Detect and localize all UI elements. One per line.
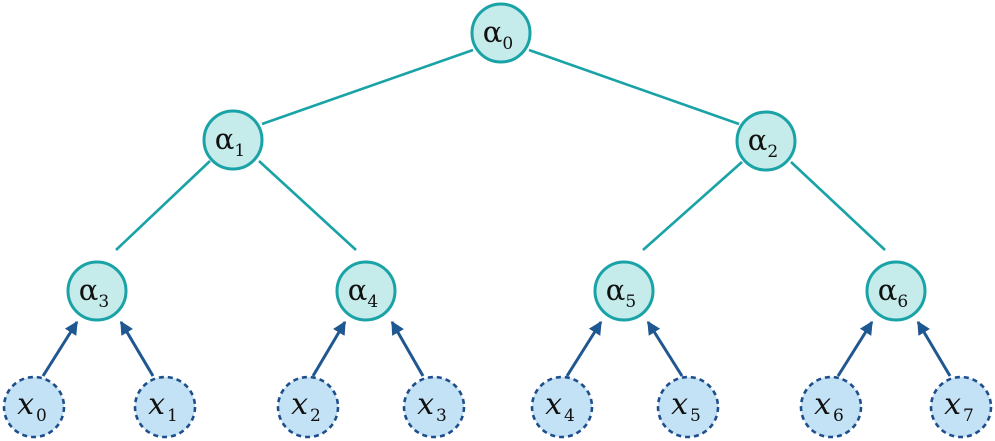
edge-a1-a4 bbox=[258, 160, 357, 251]
svg-text:α2: α2 bbox=[748, 123, 778, 162]
node-alpha-6: α6 bbox=[865, 260, 927, 322]
edge-a0-a1 bbox=[261, 48, 474, 126]
node-alpha-0: α0 bbox=[470, 2, 532, 64]
arrow-x0-a3 bbox=[41, 320, 79, 377]
leaf-arrows bbox=[41, 320, 952, 377]
svg-text:α4: α4 bbox=[348, 273, 378, 312]
edge-a0-a2 bbox=[528, 48, 740, 126]
svg-text:x5: x5 bbox=[671, 387, 701, 426]
edge-a2-a5 bbox=[642, 161, 743, 251]
svg-text:x1: x1 bbox=[148, 387, 178, 426]
svg-text:α3: α3 bbox=[79, 273, 109, 312]
arrow-x1-a3 bbox=[119, 320, 155, 377]
arrow-x2-a4 bbox=[311, 320, 347, 377]
arrow-x5-a5 bbox=[646, 320, 684, 377]
tree-edges bbox=[115, 48, 886, 251]
node-alpha-4: α4 bbox=[335, 260, 397, 322]
edge-a2-a6 bbox=[790, 161, 886, 251]
svg-text:x3: x3 bbox=[417, 387, 447, 426]
internal-nodes: α0 α1 α2 α3 α4 α5 α6 bbox=[66, 2, 927, 322]
arrow-x3-a4 bbox=[390, 320, 425, 377]
arrow-x4-a5 bbox=[565, 320, 603, 377]
svg-text:x7: x7 bbox=[944, 387, 974, 426]
node-alpha-3: α3 bbox=[66, 260, 128, 322]
svg-text:α5: α5 bbox=[606, 273, 636, 312]
svg-text:α1: α1 bbox=[215, 122, 245, 161]
svg-text:x6: x6 bbox=[814, 387, 844, 426]
arrow-x7-a6 bbox=[916, 320, 952, 377]
svg-text:x2: x2 bbox=[291, 387, 321, 426]
svg-text:α6: α6 bbox=[878, 273, 908, 312]
node-alpha-2: α2 bbox=[735, 110, 797, 172]
node-alpha-5: α5 bbox=[593, 260, 655, 322]
svg-text:x0: x0 bbox=[17, 387, 47, 426]
arrow-x6-a6 bbox=[836, 320, 874, 377]
svg-text:α0: α0 bbox=[483, 15, 513, 54]
node-alpha-1: α1 bbox=[202, 109, 264, 171]
edge-a1-a3 bbox=[115, 160, 211, 251]
svg-text:x4: x4 bbox=[545, 387, 575, 426]
